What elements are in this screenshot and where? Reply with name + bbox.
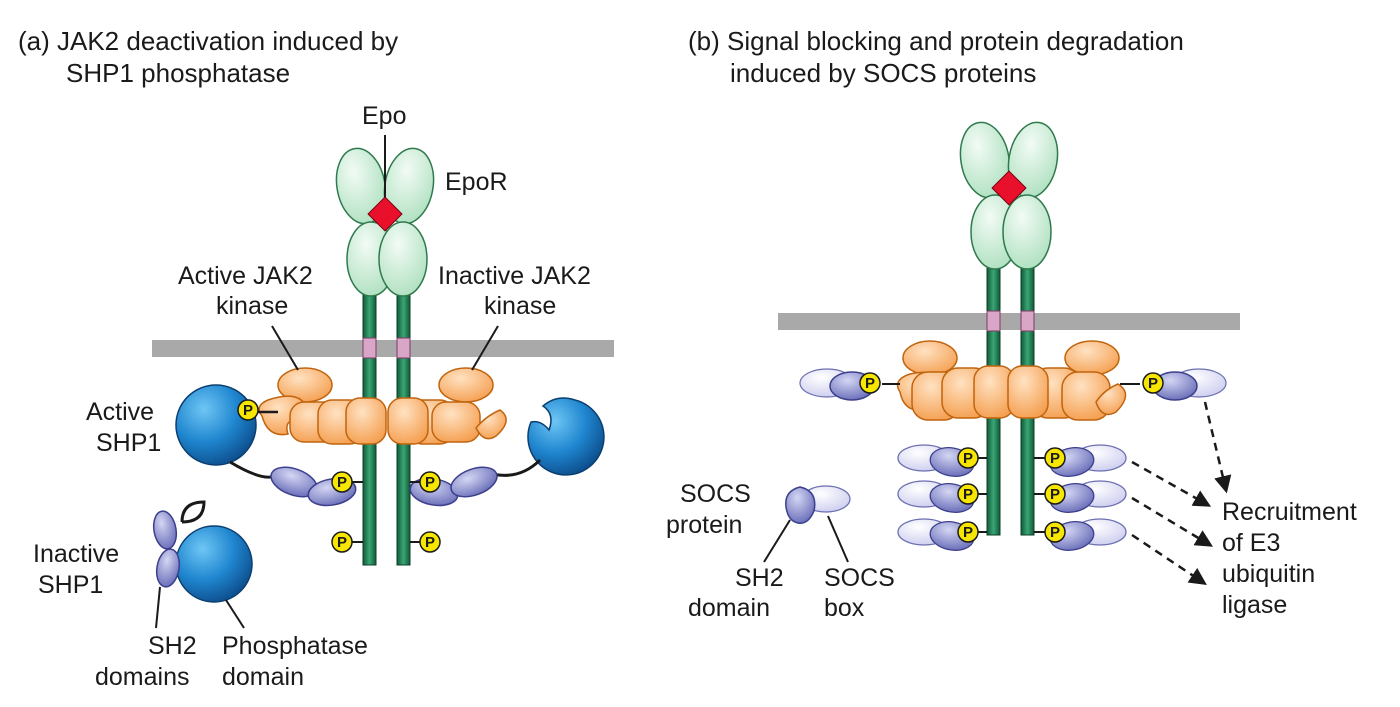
active-jak2-pointer bbox=[271, 325, 299, 371]
transmembrane-segment bbox=[986, 310, 1001, 332]
phosphate-label: P bbox=[425, 534, 435, 551]
panel-b-title-line2: induced by SOCS proteins bbox=[730, 58, 1036, 88]
inactive-shp1-sh2-domains bbox=[152, 510, 181, 588]
jak2-active bbox=[258, 367, 365, 445]
active-shp1-label-1: Active bbox=[86, 398, 154, 426]
active-shp1-label-2: SHP1 bbox=[96, 429, 161, 457]
epor-ectodomain bbox=[959, 121, 1059, 270]
inactive-shp1-linker bbox=[180, 500, 206, 524]
jak2-active-body bbox=[345, 397, 387, 445]
socs-box-pointer bbox=[827, 515, 849, 563]
phosphate-site: P bbox=[1044, 483, 1066, 505]
phosphate-site: P bbox=[957, 521, 979, 543]
socs-on-jak2-left bbox=[799, 368, 900, 401]
phosphate-label: P bbox=[963, 524, 973, 541]
jak2-right-body bbox=[1007, 365, 1049, 419]
panel-a-title-line1: (a) JAK2 deactivation induced by bbox=[18, 26, 398, 56]
ubiquitin-recruitment-arrows bbox=[1131, 401, 1232, 585]
socs-on-receptor-left bbox=[897, 444, 987, 551]
inactive-shp1-label-1: Inactive bbox=[33, 540, 119, 568]
phosphate-site: P bbox=[419, 471, 441, 493]
phosphate-label: P bbox=[1050, 486, 1060, 503]
phospho-sites-a: P P P P P bbox=[237, 399, 441, 553]
active-shp1-phosphatase bbox=[175, 384, 257, 466]
phosphate-site: P bbox=[1142, 372, 1164, 394]
phosphate-label: P bbox=[963, 450, 973, 467]
jak2-inactive bbox=[407, 367, 507, 445]
phosphate-label: P bbox=[1050, 524, 1060, 541]
phosphate-label: P bbox=[1050, 450, 1060, 467]
inactive-jak2-label-2: kinase bbox=[484, 292, 556, 320]
inactive-jak2-pointer bbox=[471, 325, 499, 371]
inactive-shp1-phosphatase bbox=[175, 525, 253, 603]
transmembrane-segment bbox=[1020, 310, 1035, 332]
epo-label: Epo bbox=[362, 102, 406, 130]
panel-b: (b) Signal blocking and protein degradat… bbox=[666, 26, 1357, 622]
phosphate-site: P bbox=[1044, 521, 1066, 543]
phosphate-label: P bbox=[865, 375, 875, 392]
phosphate-site: P bbox=[957, 483, 979, 505]
phosphate-label: P bbox=[1148, 375, 1158, 392]
recruitment-label-3: ubiquitin bbox=[1222, 560, 1315, 588]
recruitment-label-1: Recruitment bbox=[1222, 498, 1357, 526]
phosphate-site: P bbox=[419, 531, 441, 553]
inactive-shp1-right bbox=[527, 397, 605, 476]
cell-membrane bbox=[778, 313, 1240, 330]
socs-protein-label-1: SOCS bbox=[680, 480, 751, 508]
active-jak2-label-2: kinase bbox=[216, 292, 288, 320]
phosphatase-label-1: Phosphatase bbox=[222, 632, 368, 660]
transmembrane-segment bbox=[362, 337, 377, 359]
inactive-jak2-label-1: Inactive JAK2 bbox=[438, 262, 591, 290]
phosphatase-label-2: domain bbox=[222, 663, 304, 691]
jak2-inactive-body bbox=[387, 397, 429, 445]
sh2-domains-pointer bbox=[155, 586, 161, 629]
socs-on-jak2-right bbox=[1120, 368, 1227, 401]
sh2-domains-label-2: domains bbox=[95, 663, 190, 691]
socs-protein-legend bbox=[785, 485, 851, 524]
phosphate-site: P bbox=[331, 531, 353, 553]
panel-a-title-line2: SHP1 phosphatase bbox=[66, 58, 290, 88]
phosphate-label: P bbox=[337, 474, 347, 491]
sh2-domains-label-1: SH2 bbox=[148, 632, 197, 660]
transmembrane-segment bbox=[396, 337, 411, 359]
epor-label: EpoR bbox=[445, 168, 508, 196]
socs-box-label-1: SOCS bbox=[824, 564, 895, 592]
sh2-domain-pointer bbox=[763, 519, 791, 563]
socs-protein-label-2: protein bbox=[666, 511, 742, 539]
phosphate-label: P bbox=[243, 402, 253, 419]
recruitment-label-4: ligase bbox=[1222, 591, 1287, 619]
epo-ligand bbox=[367, 196, 403, 232]
panel-b-title-line1: (b) Signal blocking and protein degradat… bbox=[688, 26, 1184, 56]
phosphate-label: P bbox=[337, 534, 347, 551]
phospho-sites-b: P P P P P P P P bbox=[859, 372, 1164, 543]
phosphatase-pointer bbox=[225, 599, 245, 629]
active-jak2-label-1: Active JAK2 bbox=[178, 262, 313, 290]
phosphate-label: P bbox=[963, 486, 973, 503]
shp1-linker bbox=[491, 458, 542, 477]
phosphate-site: P bbox=[331, 471, 353, 493]
right-shp1-sh2-domains bbox=[409, 466, 498, 507]
epo-ligand bbox=[991, 170, 1027, 206]
recruitment-label-2: of E3 bbox=[1222, 529, 1280, 557]
panel-a: (a) JAK2 deactivation induced by SHP1 ph… bbox=[18, 26, 614, 691]
cell-membrane bbox=[152, 340, 614, 357]
sh2-domain-label-1: SH2 bbox=[735, 564, 784, 592]
phosphate-label: P bbox=[425, 474, 435, 491]
epor-ectodomain bbox=[335, 147, 435, 297]
phosphate-site: P bbox=[1044, 447, 1066, 469]
phosphate-site: P bbox=[957, 447, 979, 469]
inactive-shp1-label-2: SHP1 bbox=[38, 571, 103, 599]
socs-box-label-2: box bbox=[824, 594, 865, 622]
phosphate-site: P bbox=[859, 372, 881, 394]
sh2-domain-label-2: domain bbox=[688, 594, 770, 622]
phosphate-site: P bbox=[237, 399, 259, 421]
